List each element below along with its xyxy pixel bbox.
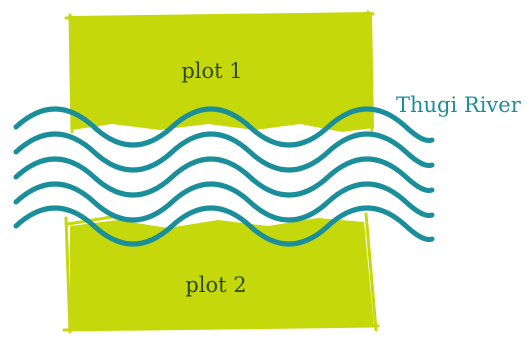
river-line: [13, 131, 435, 173]
plot-2-area: [70, 218, 374, 330]
plot-2-sketch-edge: [62, 212, 380, 334]
plot-2: plot 2: [62, 212, 380, 334]
plot-1: plot 1: [64, 10, 375, 134]
river-line: [13, 156, 435, 198]
plot-2-label: plot 2: [185, 273, 246, 297]
river-line: [13, 181, 435, 223]
river-line: [13, 205, 435, 247]
plot-1-label: plot 1: [181, 59, 242, 83]
plot-1-area: [70, 12, 374, 132]
river-line: [13, 106, 435, 148]
river: [13, 106, 435, 247]
river-label: Thugi River: [396, 93, 522, 117]
